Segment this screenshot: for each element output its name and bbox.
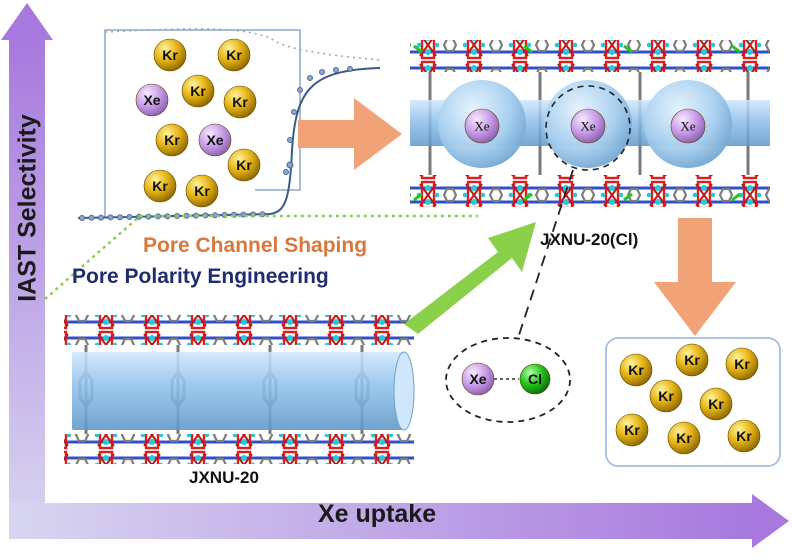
xe-atom-label: Xe [143,92,160,108]
kr-atom: Kr [153,38,187,72]
arrow-down-to-separation [654,218,736,336]
strategy-shaping-label: Pore Channel Shaping [143,234,368,257]
xe-atom: Xe [464,108,500,144]
kr-atom-label: Kr [708,396,724,412]
kr-atom: Kr [185,174,219,208]
kr-atom-label: Kr [152,178,168,194]
kr-atom: Kr [725,347,759,381]
kr-atom: Kr [699,387,733,421]
kr-atom-label: Kr [736,428,752,444]
isotherm-point [107,214,114,221]
kr-atom: Kr [667,421,701,455]
isotherm-point [211,212,218,219]
kr-atom-label: Kr [684,352,700,368]
kr-atom: Kr [181,74,215,108]
isotherm-point [98,214,105,221]
isotherm-point [296,87,303,94]
x-axis-arrow [9,494,789,548]
isotherm-point [290,109,297,116]
kr-atom-label: Kr [226,47,242,63]
xe-atom: Xe [670,108,706,144]
kr-atom-label: Kr [628,362,644,378]
xe-atom-label: Xe [680,119,695,134]
isotherm-point [306,75,313,82]
kr-atom: Kr [217,38,251,72]
xe-atom-label: Xe [580,119,595,134]
xe-atom: Xe [570,108,606,144]
kr-atom: Kr [615,413,649,447]
cl-atom: Cl [519,363,551,395]
jxnu-20-label: JXNU-20 [189,468,259,487]
isotherm-point [286,136,293,143]
kr-atom: Kr [649,379,683,413]
strategy-polarity-label: Pore Polarity Engineering [72,265,329,288]
xe-atom-label: Xe [206,132,223,148]
kr-atom-label: Kr [162,47,178,63]
isotherm-panel [77,28,381,221]
kr-atom-label: Kr [164,132,180,148]
kr-atom-label: Kr [194,183,210,199]
kr-atom: Kr [143,169,177,203]
y-axis-label: IAST Selectivity [13,114,42,302]
strategy-outline [44,214,478,300]
xe-atom: Xe [461,362,495,396]
xe-atom-label: Xe [474,119,489,134]
arrow-to-cl-framework [298,98,402,170]
jxnu-20-framework [64,315,415,464]
callout-ellipse [445,337,571,423]
isotherm-point [126,213,133,220]
isotherm-point [117,214,124,221]
xe-atom: Xe [135,83,169,117]
kr-atom: Kr [675,343,709,377]
kr-atom-label: Kr [676,430,692,446]
isotherm-point [332,67,339,74]
isotherm-point [240,211,247,218]
kr-atom-label: Kr [232,94,248,110]
isotherm-point [318,69,325,76]
kr-atom: Kr [727,419,761,453]
jxnu-20-cl-label: JXNU-20(Cl) [540,230,639,249]
kr-atom-label: Kr [190,83,206,99]
xe-atom-label: Xe [469,371,486,387]
isotherm-point [282,168,289,175]
kr-atom: Kr [619,353,653,387]
kr-atom-label: Kr [658,388,674,404]
kr-atom-label: Kr [624,422,640,438]
y-axis-arrow [1,3,53,538]
arrow-to-cl-framework-green [404,222,536,334]
xe-atom: Xe [198,123,232,157]
isotherm-point [346,66,353,73]
kr-atom: Kr [227,148,261,182]
kr-atom: Kr [155,123,189,157]
kr-atom: Kr [223,85,257,119]
callout-line [517,169,574,339]
kr-atom-label: Kr [236,157,252,173]
isotherm-point [79,214,86,221]
cl-atom-label: Cl [528,371,542,387]
x-axis-label: Xe uptake [318,500,437,528]
isotherm-point [88,214,95,221]
kr-atom-label: Kr [734,356,750,372]
